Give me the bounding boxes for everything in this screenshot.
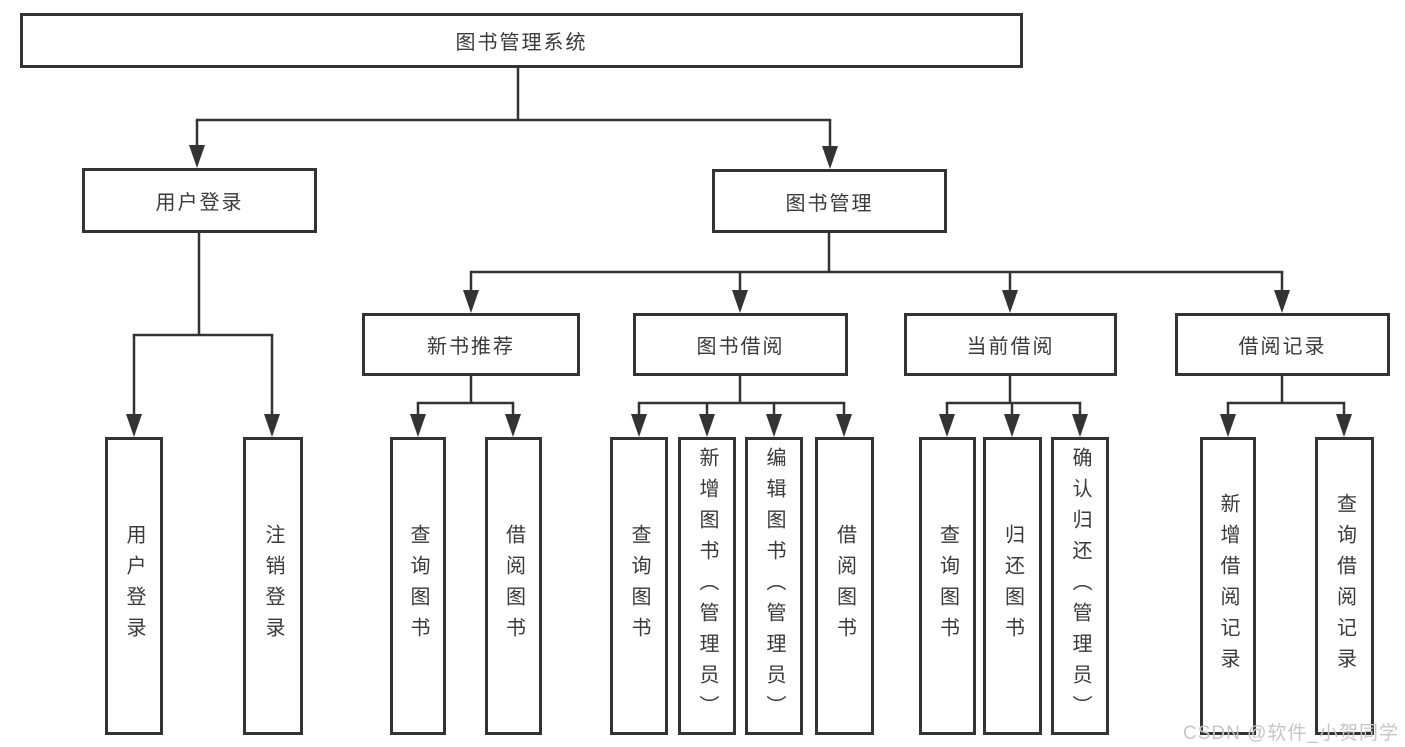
connector-root-to-level2 (195, 68, 832, 148)
leaf-search-books-current: 查询图书 (919, 437, 976, 735)
arrowheads-level2 (189, 145, 838, 169)
leaf-search-books-borrowing: 查询图书 (610, 437, 668, 735)
node-current-borrowing: 当前借阅 (904, 313, 1117, 376)
node-user-login-branch: 用户登录 (82, 168, 317, 233)
csdn-watermark: CSDN @软件_小贺同学 (1183, 723, 1399, 744)
node-library-system-root: 图书管理系统 (20, 13, 1023, 68)
node-new-book-recommend: 新书推荐 (362, 313, 580, 376)
leaf-borrow-books-borrowing: 借阅图书 (815, 437, 874, 735)
leaf-add-books-admin: 新增图书（管理员） (678, 437, 736, 735)
connector-book-mgmt-to-level3 (469, 233, 1284, 292)
arrowheads-leaves (410, 414, 1352, 437)
arrowheads-user-login-group (126, 414, 280, 437)
leaf-edit-books-admin: 编辑图书（管理员） (745, 437, 803, 735)
leaf-search-books-recommend: 查询图书 (390, 437, 446, 735)
connector-level3-to-leaves (416, 376, 1346, 416)
leaf-user-login: 用户登录 (105, 437, 163, 735)
node-book-management-branch: 图书管理 (712, 169, 947, 233)
leaf-borrow-books-recommend: 借阅图书 (485, 437, 542, 735)
leaf-return-books: 归还图书 (983, 437, 1042, 735)
leaf-confirm-return-admin: 确认归还（管理员） (1051, 437, 1109, 735)
node-borrow-records: 借阅记录 (1175, 313, 1390, 376)
leaf-search-borrow-record: 查询借阅记录 (1315, 437, 1374, 735)
connector-user-login-group (132, 233, 274, 416)
leaf-add-borrow-record: 新增借阅记录 (1200, 437, 1256, 735)
arrowheads-level3 (463, 290, 1290, 313)
leaf-logout: 注销登录 (243, 437, 303, 735)
node-book-borrowing: 图书借阅 (633, 313, 848, 376)
